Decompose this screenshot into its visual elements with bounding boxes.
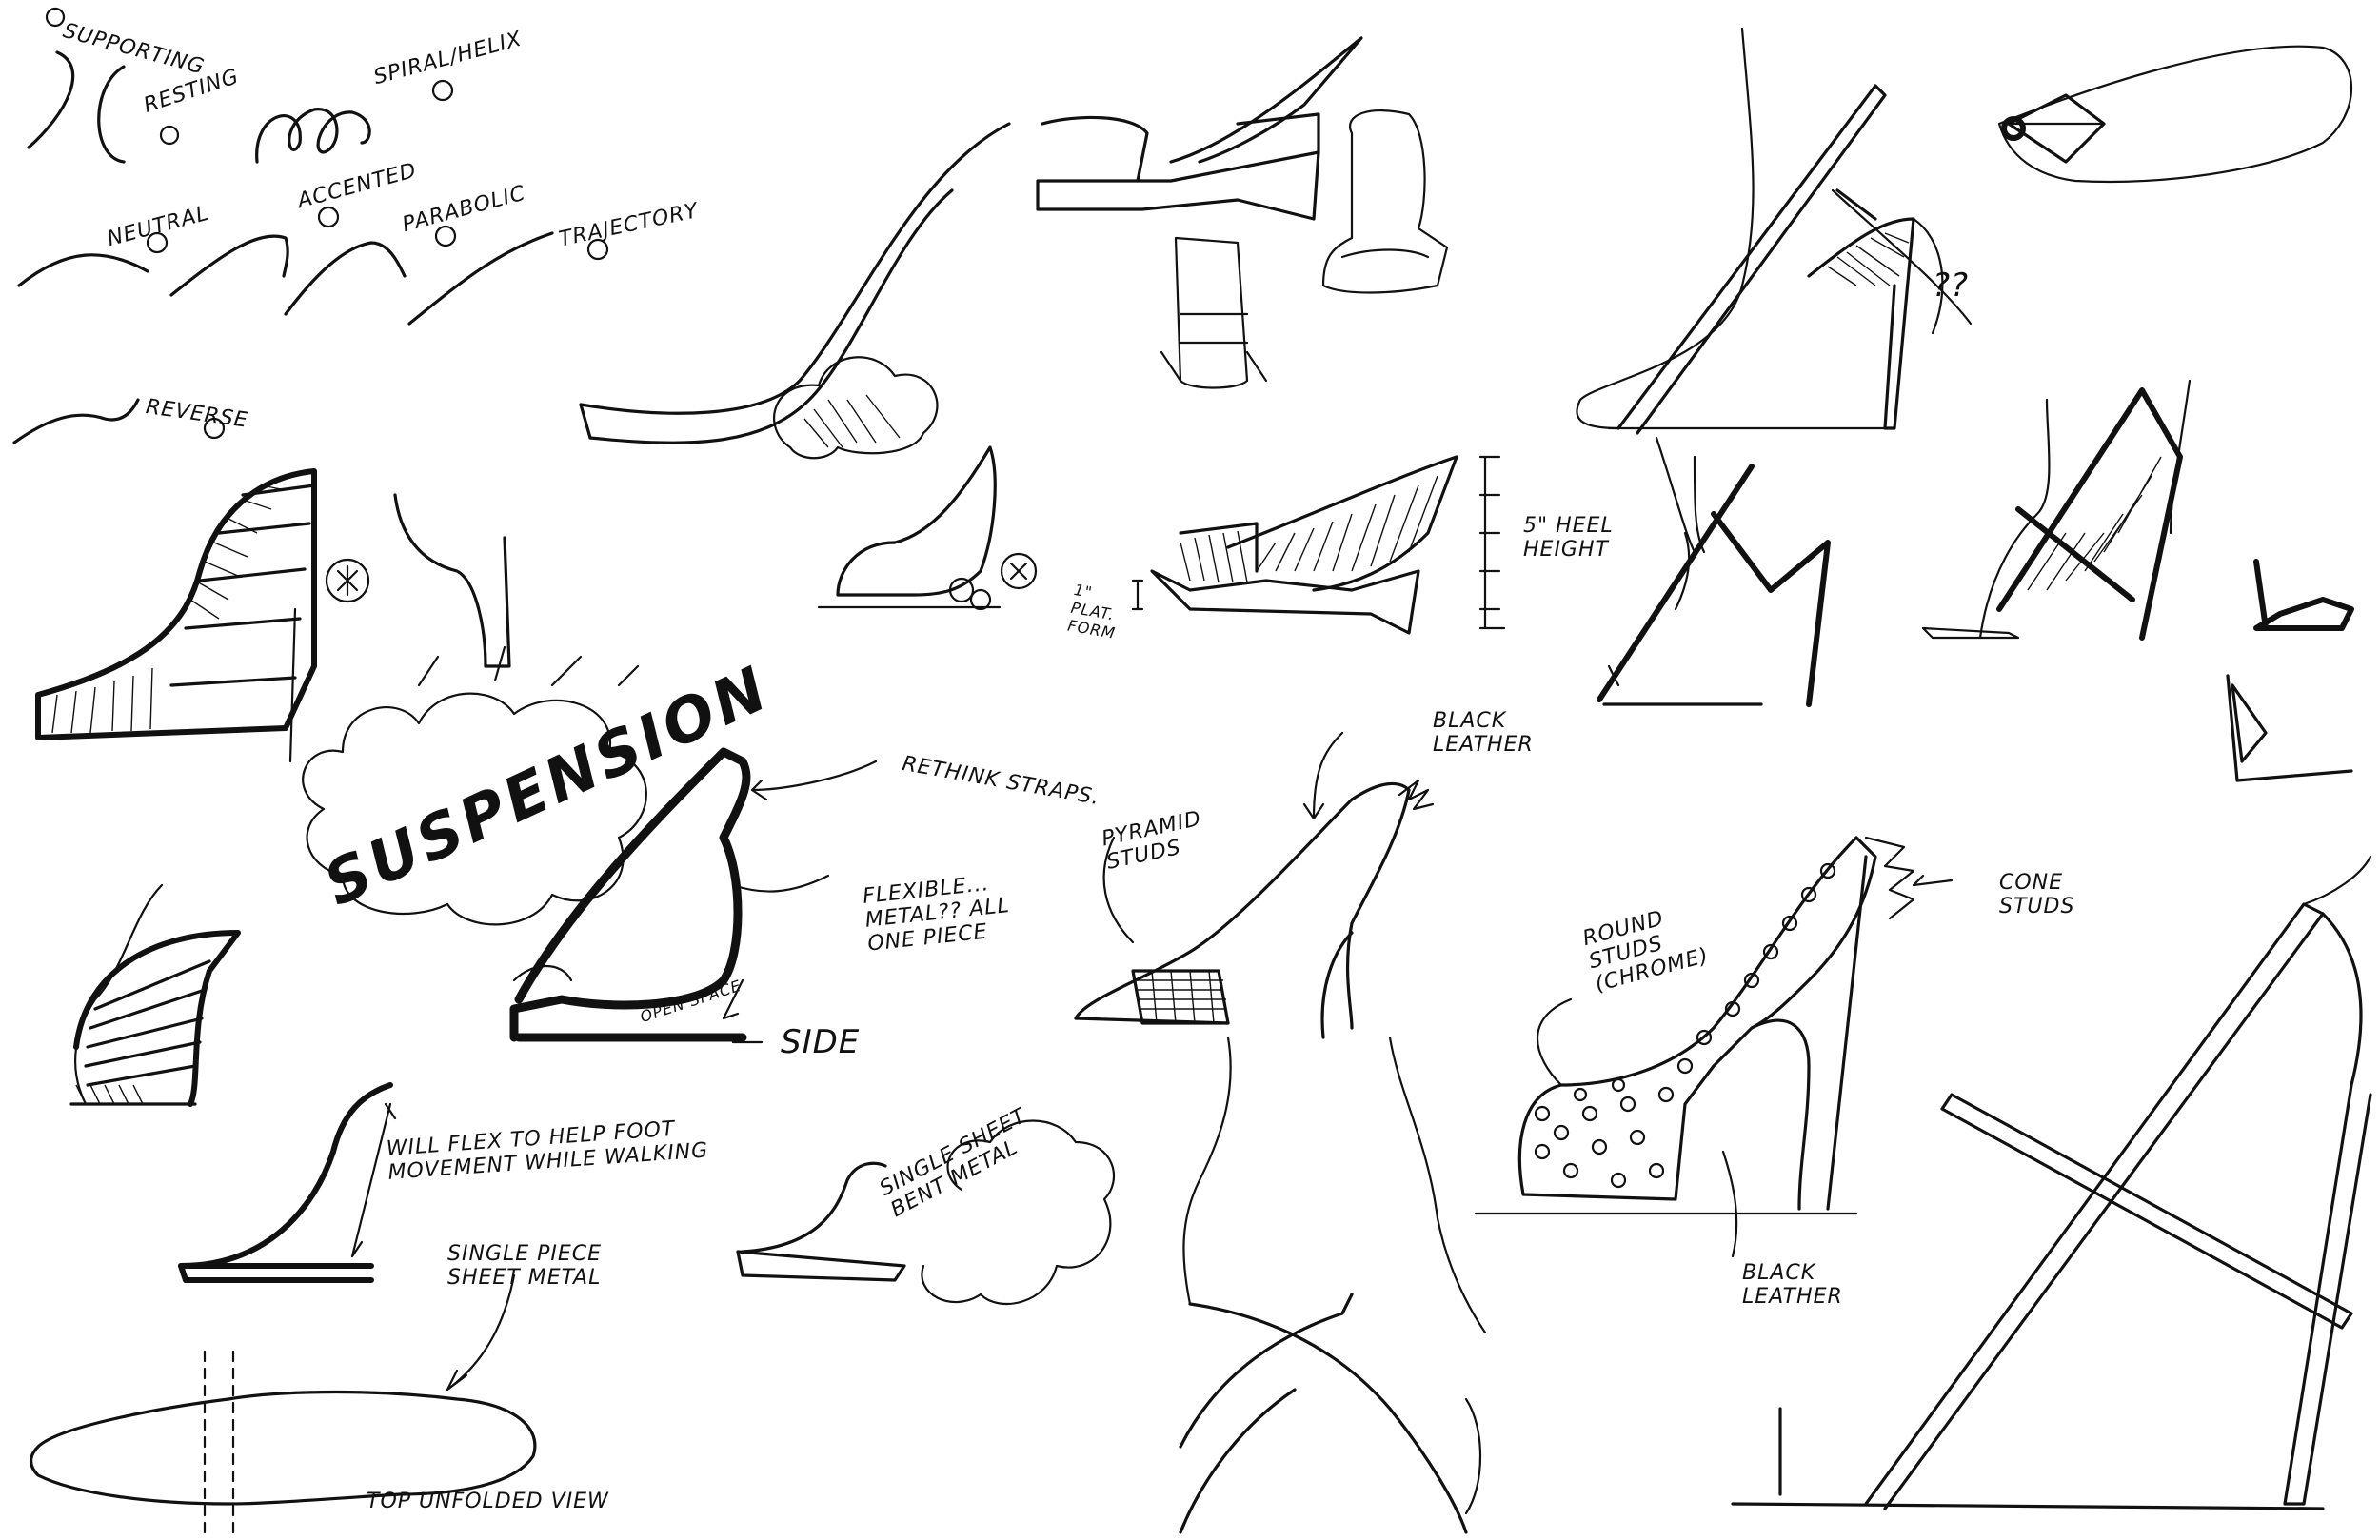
pyramid-stud-pump-sketch	[1074, 779, 1435, 1039]
label-side: Side	[781, 1023, 861, 1061]
top-unfolded-view-sketch	[29, 1273, 537, 1540]
flexible-metal-heel-sketch	[509, 747, 764, 1044]
label-top-unfolded-view: Top unfolded view	[367, 1490, 609, 1513]
platform-heel-sketch	[1036, 36, 1449, 389]
small-ball-heel-sketch	[817, 445, 1038, 611]
label-cone-studs: Cone studs	[1999, 871, 2075, 918]
sole-top-view-sketch	[1997, 45, 2352, 184]
single-sheet-heel-sketch	[736, 1119, 1116, 1306]
curve-spiral-helix	[255, 79, 454, 164]
curve-supporting	[27, 7, 75, 149]
strappy-heel-sketch-2	[1597, 455, 1831, 707]
label-question-marks: ??	[1933, 267, 1970, 305]
round-stud-platform-sketch	[1474, 836, 1915, 1215]
label-black-leather-top: Black leather	[1433, 709, 1534, 757]
label-platform: 1" plat. form	[1066, 581, 1118, 642]
five-inch-heel-sketch	[1131, 455, 1506, 635]
strappy-heel-sketch-3	[1921, 379, 2192, 641]
curve-trajectory	[407, 231, 554, 326]
cloud-heel-sketch	[579, 122, 1011, 460]
sheet-metal-heel-sketch	[178, 1082, 397, 1283]
label-heel-height: 5" heel height	[1523, 514, 1614, 562]
giant-strappy-heel-sketch	[1731, 855, 2372, 1510]
curve-reverse	[12, 398, 140, 444]
curve-accented	[169, 234, 289, 297]
pointer-arrows	[722, 436, 1954, 1258]
strappy-heel-sketch-1	[1576, 27, 1973, 435]
label-black-leather-bottom: Black leather	[1742, 1261, 1843, 1309]
curve-parabolic	[284, 241, 407, 316]
label-single-piece: Single piece sheet metal	[447, 1242, 603, 1290]
mini-wedge-sketch	[2226, 559, 2354, 782]
hatched-heel-sketch	[35, 468, 370, 763]
caged-heel-sketch	[69, 883, 241, 1107]
suspension-sketch	[302, 493, 647, 926]
curve-neutral	[17, 253, 149, 287]
large-open-heel-sketch	[1179, 1036, 1487, 1534]
curve-resting	[97, 65, 180, 164]
